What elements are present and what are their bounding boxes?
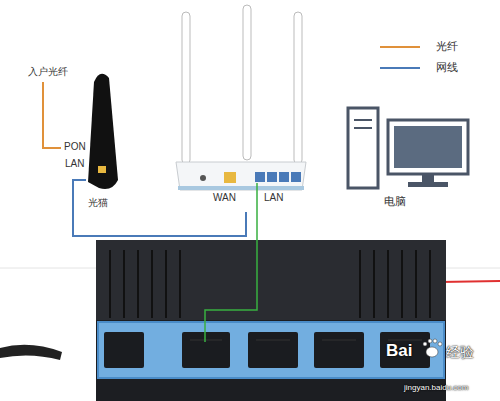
node-label: 光猫 [88, 197, 108, 209]
modem-box: 光猫 [86, 70, 122, 212]
legend-text: 光纤 [436, 40, 458, 53]
node-label: LAN [264, 192, 283, 204]
legend-text: 网线 [436, 61, 458, 74]
watermark: jingyan.baidu.com [404, 383, 468, 393]
watermark: 经验 [446, 344, 474, 361]
network-cable [73, 180, 246, 236]
port-label: LAN [65, 158, 84, 170]
port-label: PON [64, 141, 86, 153]
fibre-label: 入户光纤 [28, 66, 68, 78]
router-box: WAN LAN [176, 150, 308, 212]
watermark: Bai [386, 341, 412, 361]
computer-box: 电脑 [340, 100, 476, 212]
node-label: WAN [213, 192, 236, 204]
node-label: 电脑 [384, 195, 406, 208]
